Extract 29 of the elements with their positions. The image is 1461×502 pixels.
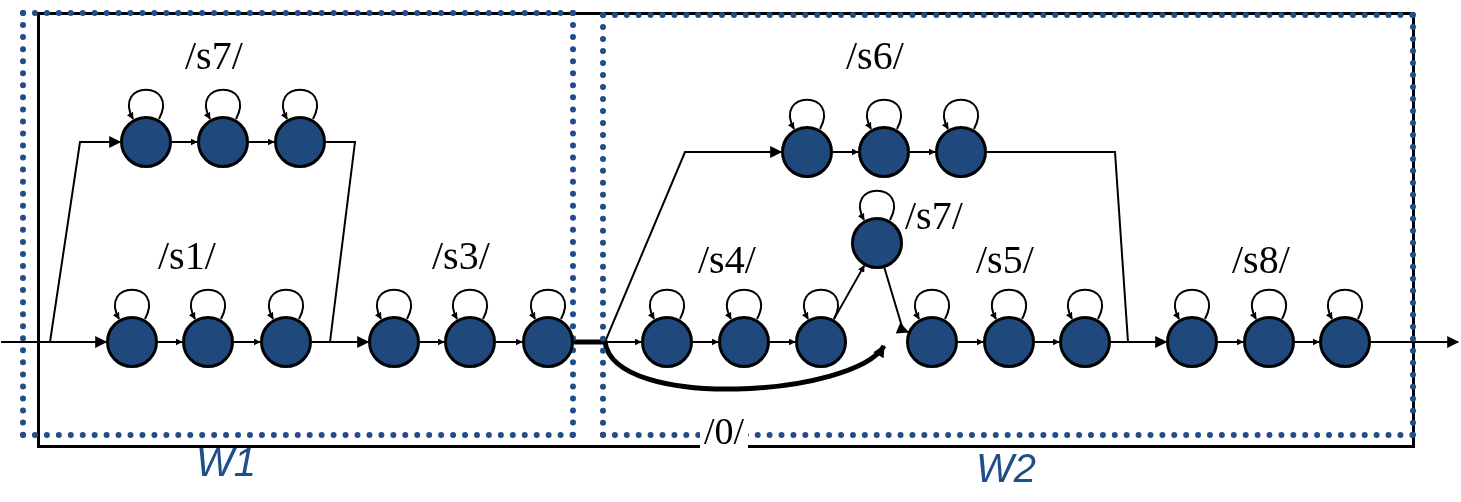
- arrow: [171, 138, 198, 146]
- frame-label: W2: [976, 448, 1036, 488]
- arrow: [692, 338, 719, 346]
- arrow: [1217, 338, 1244, 346]
- arrow: [0, 136, 122, 343]
- arrow: [311, 338, 369, 346]
- state-group-label: /s4/: [698, 240, 756, 280]
- arrow: [769, 338, 796, 346]
- arrow: [1370, 336, 1460, 348]
- arrow: [233, 338, 261, 346]
- arrow: [495, 338, 523, 346]
- state-group-label: /s5/: [976, 240, 1034, 280]
- state-group-label: /s1/: [158, 236, 216, 276]
- state-group-label: /s3/: [432, 236, 490, 276]
- arrow: [832, 148, 859, 156]
- arrow: [248, 138, 275, 146]
- arrow: [1110, 338, 1167, 346]
- state-group-label: /s8/: [1232, 240, 1290, 280]
- arrow: [909, 148, 936, 156]
- state-group-label: /s6/: [846, 36, 904, 76]
- frame-label: W1: [196, 442, 256, 482]
- arrow: [574, 339, 886, 392]
- arrow: [957, 338, 984, 346]
- state-group-label: /s7/: [905, 196, 963, 236]
- arrow: [419, 338, 445, 346]
- arrow: [1294, 338, 1320, 346]
- state-group-label: /s7/: [185, 36, 243, 76]
- arrow: [1034, 338, 1060, 346]
- arrow: [157, 338, 183, 346]
